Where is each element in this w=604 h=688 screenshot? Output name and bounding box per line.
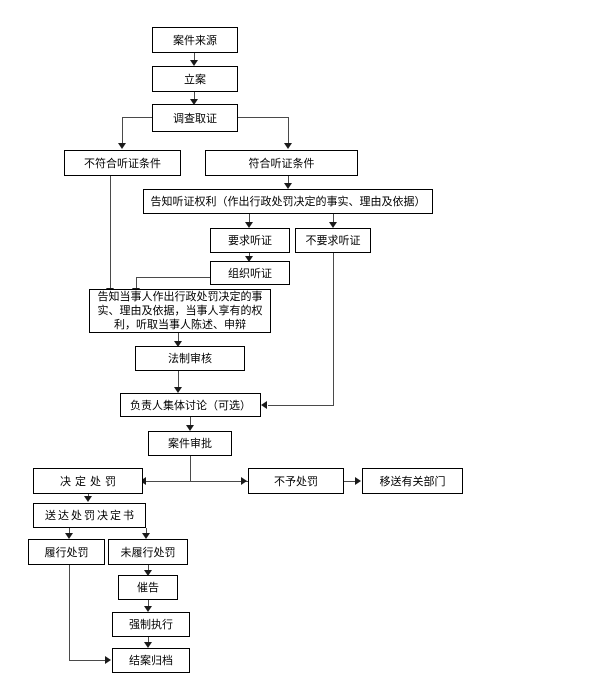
edge-inform-right-to-no-request-hearing: [333, 214, 334, 223]
arrowhead-not-meet-hearing: [118, 143, 126, 149]
node-perform-penalty[interactable]: 履行处罚: [28, 539, 105, 565]
arrowhead-urge: [144, 570, 152, 576]
edge-no-penalty-to-transfer: [343, 481, 357, 482]
arrowhead-perform-penalty: [65, 533, 73, 539]
arrowhead-investigate: [190, 99, 198, 105]
node-inform-hearing-right[interactable]: 告知听证权利（作出行政处罚决定的事实、理由及依据）: [143, 189, 433, 214]
edge-request-to-organize-hearing: [249, 253, 250, 257]
arrowhead-compulsory-execution: [144, 606, 152, 612]
arrowhead-not-perform-penalty: [142, 533, 150, 539]
node-file-case[interactable]: 立案: [152, 66, 238, 92]
node-not-perform-penalty[interactable]: 未履行处罚: [108, 539, 188, 565]
edge-inform-right-to-request-hearing: [249, 214, 250, 223]
node-case-source[interactable]: 案件来源: [152, 27, 238, 53]
node-meet-hearing[interactable]: 符合听证条件: [205, 150, 358, 176]
node-decide-penalty[interactable]: 决定处罚: [33, 468, 143, 494]
edge-not-meet-hearing-vertical: [110, 176, 111, 290]
arrowhead-inform-hearing-right: [284, 183, 292, 189]
edge-perform-rail-horizontal: [69, 660, 106, 661]
edge-decide-to-serve: [88, 493, 89, 497]
node-collective-discussion[interactable]: 负责人集体讨论（可选）: [120, 393, 261, 417]
arrowhead-no-penalty: [241, 477, 247, 485]
node-close-case-archive[interactable]: 结案归档: [112, 648, 190, 673]
edge-inform-party-to-legal-review: [178, 333, 179, 343]
arrowhead-discussion-from-right: [261, 401, 267, 409]
edge-investigate-right-horizontal: [237, 117, 289, 118]
edge-no-request-hearing-rail-vertical: [333, 253, 334, 405]
arrowhead-meet-hearing: [284, 143, 292, 149]
edge-investigate-left-horizontal: [122, 117, 152, 118]
edge-investigate-right-vertical: [288, 117, 289, 144]
node-urge[interactable]: 催告: [118, 575, 178, 600]
edge-file-case-to-investigate: [194, 92, 195, 101]
arrowhead-file-case: [190, 60, 198, 66]
edge-organize-hearing-vertical: [136, 277, 137, 290]
edge-organize-hearing-horizontal: [136, 277, 210, 278]
edge-investigate-left-vertical: [122, 117, 123, 144]
node-transfer-department[interactable]: 移送有关部门: [362, 468, 463, 494]
edge-meet-hearing-to-inform-right: [288, 175, 289, 184]
arrowhead-transfer-department: [355, 477, 361, 485]
arrowhead-legal-review: [174, 341, 182, 347]
node-investigate[interactable]: 调查取证: [152, 104, 238, 132]
node-compulsory-execution[interactable]: 强制执行: [112, 612, 190, 637]
node-no-penalty[interactable]: 不予处罚: [248, 468, 344, 494]
node-legal-review[interactable]: 法制审核: [135, 346, 245, 371]
edge-approval-down: [190, 456, 191, 481]
node-request-hearing[interactable]: 要求听证: [210, 228, 290, 253]
arrowhead-case-approval: [186, 425, 194, 431]
edge-no-request-hearing-rail-horizontal: [268, 405, 334, 406]
arrowhead-collective-discussion: [174, 387, 182, 393]
edge-serve-to-not-perform: [146, 528, 147, 534]
arrowhead-organize-hearing: [245, 256, 253, 262]
arrowhead-request-hearing: [245, 222, 253, 228]
node-inform-party[interactable]: 告知当事人作出行政处罚决定的事实、理由及依据，当事人享有的权利，听取当事人陈述、…: [89, 289, 271, 333]
edge-not-perform-to-urge: [148, 565, 149, 571]
node-no-request-hearing[interactable]: 不要求听证: [295, 228, 371, 253]
edge-approval-split-horizontal: [146, 481, 252, 482]
node-serve-decision[interactable]: 送达处罚决定书: [33, 503, 146, 528]
edge-case-source-to-file-case: [194, 53, 195, 62]
node-not-meet-hearing[interactable]: 不符合听证条件: [64, 150, 181, 176]
edge-compulsory-to-archive: [148, 637, 149, 643]
arrowhead-no-request-hearing: [329, 222, 337, 228]
edge-perform-rail-vertical: [69, 565, 70, 660]
arrowhead-close-case-archive-top: [144, 642, 152, 648]
edge-serve-to-perform: [69, 528, 70, 534]
edge-discussion-to-approval: [190, 417, 191, 426]
edge-urge-to-compulsory: [148, 600, 149, 606]
edge-legal-review-to-discussion: [178, 371, 179, 388]
arrowhead-close-case-archive-left: [105, 656, 111, 664]
node-case-approval[interactable]: 案件审批: [148, 431, 232, 456]
arrowhead-serve-decision: [84, 496, 92, 502]
node-organize-hearing[interactable]: 组织听证: [210, 261, 290, 285]
arrowhead-decide-penalty: [140, 477, 146, 485]
